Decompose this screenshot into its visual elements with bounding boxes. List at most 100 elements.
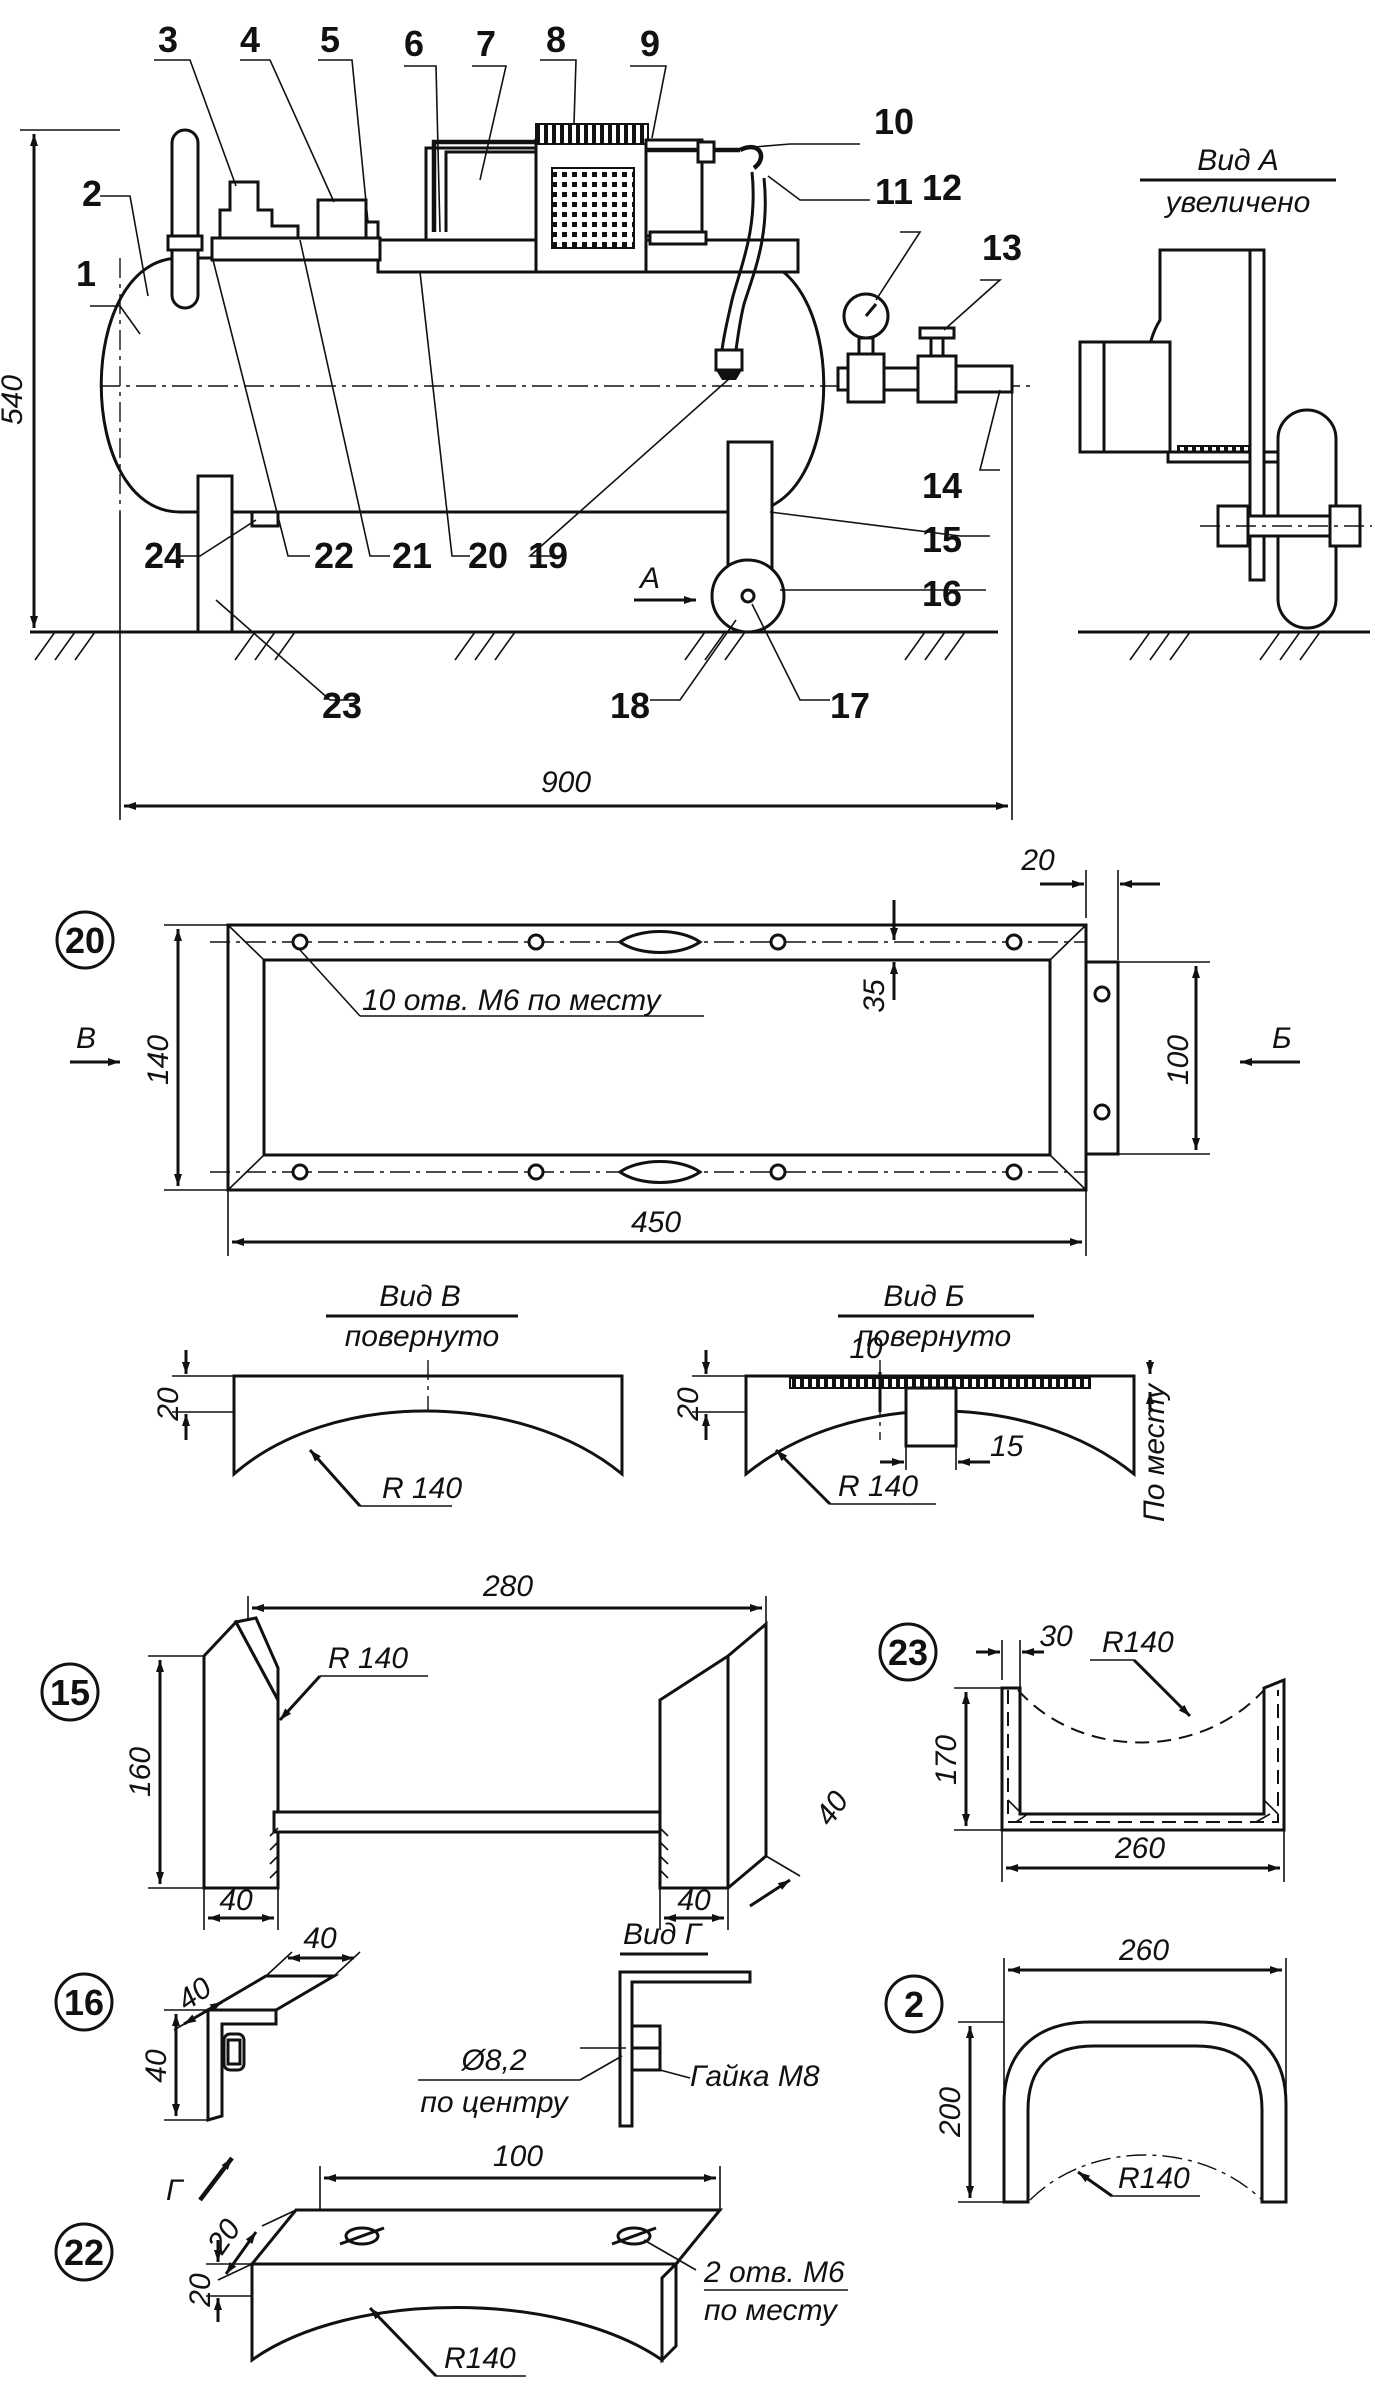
mounting-holes [291,933,1111,1181]
part-15-dim-160: 160 [124,1747,157,1797]
callout-4: 4 [240,19,260,60]
part-20-dim-140: 140 [142,1035,175,1085]
receiver-tank [99,256,826,514]
outlet-valve [916,354,958,404]
part-2-radius: R140 [1118,2162,1190,2195]
view-v-title: Вид В [379,1280,461,1313]
callout-6: 6 [404,23,424,64]
view-a-subtitle: увеличено [1164,186,1311,219]
length-dim: 900 [541,766,591,799]
part-23-dim-170: 170 [930,1735,963,1785]
part-15-dim-280: 280 [482,1570,533,1603]
part-22-holes-note: 2 отв. М6 [703,2256,845,2289]
callout-24: 24 [144,535,184,576]
pressure-switch [218,180,300,240]
callout-9: 9 [640,23,660,64]
view-v: Вид В повернуто 20 R 140 [152,1280,624,1507]
part-22-dim-100: 100 [493,2140,543,2173]
callout-17: 17 [830,685,870,726]
part-2-id: 2 [904,1984,924,2025]
part-22: 22 100 20 20 2 отв. М6 по месту R140 [54,2140,848,2378]
callout-21: 21 [392,535,432,576]
view-b-title: Вид Б [883,1280,964,1313]
part-16-dim-40-b: 40 [303,1922,337,1955]
view-g-hole: Ø8,2 [460,2044,526,2077]
callout-5: 5 [320,19,340,60]
view-v-dim-20: 20 [152,1387,185,1422]
part-15: 15 280 R 140 160 40 40 40 [40,1570,855,1930]
part-2-dim-260: 260 [1118,1934,1169,1967]
callout-20: 20 [468,535,508,576]
view-b-dim-20: 20 [672,1387,705,1422]
part-20: 20 10 отв. М6 по месту 20 35 [55,844,1300,1256]
leader-lines [90,59,1003,701]
part-23-id: 23 [888,1632,928,1673]
view-a-title: Вид А [1197,144,1279,177]
part-20-dim-20: 20 [1020,844,1055,877]
part-20-dim-100: 100 [1162,1035,1195,1085]
part-20-dim-450: 450 [631,1206,681,1239]
part-23-dim-260: 260 [1114,1832,1165,1865]
part-20-dim-35: 35 [858,979,891,1013]
callout-22: 22 [314,535,354,576]
arrow-b-label: Б [1272,1022,1292,1055]
height-dim: 540 [0,375,29,425]
part-15-dim-40-side: 40 [809,1785,855,1832]
part-15-id: 15 [50,1672,90,1713]
part-16-id: 16 [64,1982,104,2023]
ground-hatch [34,631,966,661]
relay-box [316,198,368,240]
view-g: Вид Г Ø8,2 по центру Гайка М8 [418,1918,820,2128]
part-2: 2 260 200 R140 [884,1934,1288,2204]
view-a-arrow-label: А [638,562,660,595]
callout-1: 1 [76,253,96,294]
part-22-holes-note2: по месту [704,2294,839,2327]
view-b-radius: R 140 [838,1470,918,1503]
motor [424,146,538,242]
callout-2: 2 [82,173,102,214]
view-b-dim-10: 10 [849,1332,883,1365]
callout-11: 11 [875,171,913,212]
part-15-dim-40-mid: 40 [677,1884,711,1917]
part-16: 16 40 40 40 Г [54,1922,361,2207]
view-b-subtitle: повернуто [857,1320,1011,1353]
callout-15: 15 [922,519,962,560]
part-16-dim-40-c: 40 [140,2049,173,2083]
handle [170,128,200,310]
part-15-radius: R 140 [328,1642,408,1675]
callout-16: 16 [922,573,962,614]
view-g-title: Вид Г [623,1918,704,1951]
callout-12: 12 [922,167,962,208]
view-g-hole-note: по центру [420,2086,569,2119]
main-view: А 540 900 [0,19,1030,820]
part-22-radius: R140 [444,2342,516,2375]
callout-19: 19 [528,535,568,576]
part-23-radius: R140 [1102,1626,1174,1659]
callout-14: 14 [922,465,962,506]
part-2-dim-200: 200 [934,2087,967,2138]
view-g-nut: Гайка М8 [690,2060,820,2093]
part-23: 23 30 R140 170 260 [878,1620,1286,1882]
view-v-radius: R 140 [382,1472,462,1505]
arrow-g-label: Г [166,2174,185,2207]
callout-13: 13 [982,227,1022,268]
part-22-dim-20-b: 20 [184,2273,217,2308]
view-v-subtitle: повернуто [345,1320,499,1353]
view-b: Вид Б повернуто 10 20 15 R 140 По месту [672,1280,1171,1522]
air-hose [720,171,755,351]
arrow-v-label: В [76,1022,96,1055]
callout-18: 18 [610,685,650,726]
part-20-id: 20 [65,920,105,961]
view-a: Вид А увеличено [1078,144,1372,661]
callout-7: 7 [476,23,496,64]
part-23-dim-30: 30 [1039,1620,1073,1653]
callout-3: 3 [158,19,178,60]
callout-10: 10 [874,101,914,142]
view-b-dim-15: 15 [990,1430,1024,1463]
part-22-id: 22 [64,2232,104,2273]
callout-23: 23 [322,685,362,726]
part-20-holes-note: 10 отв. М6 по месту [362,984,662,1017]
view-b-in-place: По месту [1138,1382,1171,1522]
part-15-dim-40-left: 40 [219,1884,253,1917]
